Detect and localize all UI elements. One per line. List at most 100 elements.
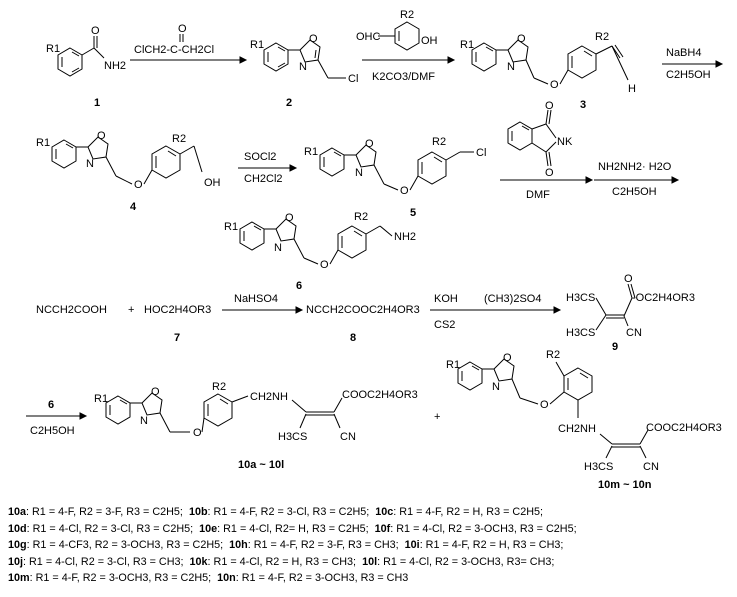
label-h3cs: H3CS <box>566 292 595 304</box>
structure-3: O N O H R2 R1 <box>460 31 636 95</box>
structure-4: O N O OH R2 R1 <box>36 130 221 191</box>
legend-definition: : R1 = 4-F, R2 = 3-F, R3 = CH3; <box>247 539 399 552</box>
label-o: O <box>320 259 329 271</box>
reagent-r9b: C2H5OH <box>30 425 75 437</box>
reagent-r8c: (CH3)2SO4 <box>484 293 541 305</box>
reagent-r3a: NaBH4 <box>666 47 701 59</box>
label-o: O <box>503 352 512 364</box>
legend-definition: : R1 = 4-Cl, R2 = 3-OCH3, R3= CH3; <box>377 555 555 568</box>
reagent-ncch2cooh: NCCH2COOH <box>36 304 107 316</box>
compound-9-label: 9 <box>612 341 618 353</box>
plus-sign: + <box>128 304 134 316</box>
arrow-step-1: O ClCH2-C-CH2Cl <box>130 23 248 64</box>
reagent-r6b: C2H5OH <box>612 186 657 198</box>
label-ch2nh: CH2NH <box>558 423 596 435</box>
label-cl: Cl <box>476 147 486 159</box>
legend-compound-id: 10d <box>8 522 27 535</box>
legend-compound-id: 10e <box>199 522 218 535</box>
legend-compound-id: 10j <box>8 555 24 568</box>
arrow-step-7: NaHSO4 <box>222 293 304 314</box>
reagent-r2a: OHC <box>356 31 381 43</box>
label-r1: R1 <box>224 221 238 233</box>
arrow-step-6: NH2NH2· H2O C2H5OH <box>594 161 680 198</box>
label-o: O <box>151 386 160 398</box>
label-r2: R2 <box>595 31 609 43</box>
reagent-r2c: K2CO3/DMF <box>372 71 435 83</box>
reagent-hoc2h4or3: HOC2H4OR3 <box>144 304 211 316</box>
legend-definition: : R1 = 4-Cl, R2 = 3-OCH3, R3 = C2H5; <box>390 522 577 535</box>
legend-row: 10m: R1 = 4-F, R2 = 3-OCH3, R3 = C2H5; 1… <box>8 570 733 587</box>
legend-compound-id: 10m <box>8 572 30 585</box>
legend-definition: : R1 = 4-Cl, R2 = 3-Cl, R3 = CH3; <box>23 555 184 568</box>
legend-row: 10d: R1 = 4-Cl, R2 = 3-Cl, R3 = C2H5; 10… <box>8 521 733 538</box>
label-r1: R1 <box>460 39 474 51</box>
label-o: O <box>91 25 100 37</box>
label-cn: CN <box>643 461 659 473</box>
label-o: O <box>365 138 374 150</box>
reagent-r1: ClCH2-C-CH2Cl <box>134 44 214 56</box>
label-o: O <box>193 427 202 439</box>
label-r2: R2 <box>212 381 226 393</box>
arrow-step-2: OHC OH R2 K2CO3/DMF <box>356 9 456 83</box>
label-n: N <box>274 242 282 254</box>
compound-10m-label: 10m ~ 10n <box>598 479 652 491</box>
label-r2: R2 <box>546 349 560 361</box>
reagent-r5b: NK <box>557 136 573 148</box>
structure-10a-10l: O N O R2 CH2NH COOC2H4OR3 CN H3CS R1 <box>94 381 418 443</box>
label-o: O <box>97 130 106 142</box>
structure-2: O N Cl R1 <box>250 33 358 85</box>
label-h3cs: H3CS <box>584 461 613 473</box>
legend-compound-id: 10c <box>375 506 394 518</box>
label-cn: CN <box>626 327 642 339</box>
plus-sign: + <box>434 411 440 423</box>
reagent-r4a: SOCl2 <box>244 151 276 163</box>
label-n: N <box>299 61 307 73</box>
label-n: N <box>492 381 500 393</box>
arrow-step-9: 6 C2H5OH <box>26 399 88 437</box>
label-nh2: NH2 <box>104 60 126 72</box>
reagent-r2b: OH <box>421 35 438 47</box>
reagent-r6a: NH2NH2· H2O <box>598 161 672 173</box>
arrow-step-5: O O NK DMF <box>500 100 594 201</box>
label-ch2nh: CH2NH <box>250 391 288 403</box>
legend-definition: : R1 = 4-F, R2 = 3-F, R3 = C2H5; <box>26 506 183 518</box>
legend-definition: : R1 = 4-F, R2 = 3-OCH3, R3 = C2H5; <box>29 572 212 585</box>
legend-definition: : R1 = 4-F, R2 = 3-Cl, R3 = C2H5; <box>207 506 370 518</box>
compound-5-label: 5 <box>410 207 416 219</box>
label-o: O <box>285 212 294 224</box>
reagent-r8b: CS2 <box>434 319 455 331</box>
legend-definition: : R1 = 4-Cl, R2 = H, R3 = CH3; <box>207 555 357 568</box>
legend-definition: : R1 = 4-F, R2 = 3-OCH3, R3 = CH3 <box>235 572 409 585</box>
legend-row: 10a: R1 = 4-F, R2 = 3-F, R3 = C2H5; 10b:… <box>8 504 733 521</box>
label-r2: R2 <box>172 133 186 145</box>
legend-definition: : R1 = 4-Cl, R2 = 3-Cl, R3 = C2H5; <box>26 522 194 535</box>
label-r1: R1 <box>36 137 50 149</box>
label-cooester: COOC2H4OR3 <box>646 422 722 434</box>
compound-4-label: 4 <box>130 201 137 213</box>
label-r2: R2 <box>354 211 368 223</box>
label-nh2: NH2 <box>394 231 416 243</box>
structure-6: O N O NH2 R2 R1 <box>224 211 416 271</box>
reagent-r3b: C2H5OH <box>666 69 711 81</box>
label-n: N <box>355 167 363 179</box>
legend-compound-id: 10n <box>217 572 236 585</box>
label-o: O <box>134 179 143 191</box>
label-r1: R1 <box>304 146 318 158</box>
label-r2: R2 <box>400 9 414 21</box>
label-cn: CN <box>340 431 356 443</box>
legend-definition: : R1 = 4-F, R2 = H, R3 = C2H5; <box>393 506 543 518</box>
compound-6-label: 6 <box>296 280 302 292</box>
label-cl: Cl <box>348 73 358 85</box>
compound-10a-label: 10a ~ 10l <box>238 459 284 471</box>
legend-row: 10j: R1 = 4-Cl, R2 = 3-Cl, R3 = CH3; 10k… <box>8 554 733 571</box>
label-o: O <box>624 273 633 285</box>
label-r1: R1 <box>446 359 460 371</box>
legend-row: 10g: R1 = 4-CF3, R2 = 3-OCH3, R3 = C2H5;… <box>8 537 733 554</box>
compound-3-label: 3 <box>580 99 586 111</box>
compound-2-label: 2 <box>286 97 292 109</box>
label-r2: R2 <box>432 136 446 148</box>
legend-compound-id: 10f <box>374 522 391 535</box>
arrow-step-3: NaBH4 C2H5OH <box>662 47 724 81</box>
structure-1: O NH2 R1 <box>46 25 126 77</box>
